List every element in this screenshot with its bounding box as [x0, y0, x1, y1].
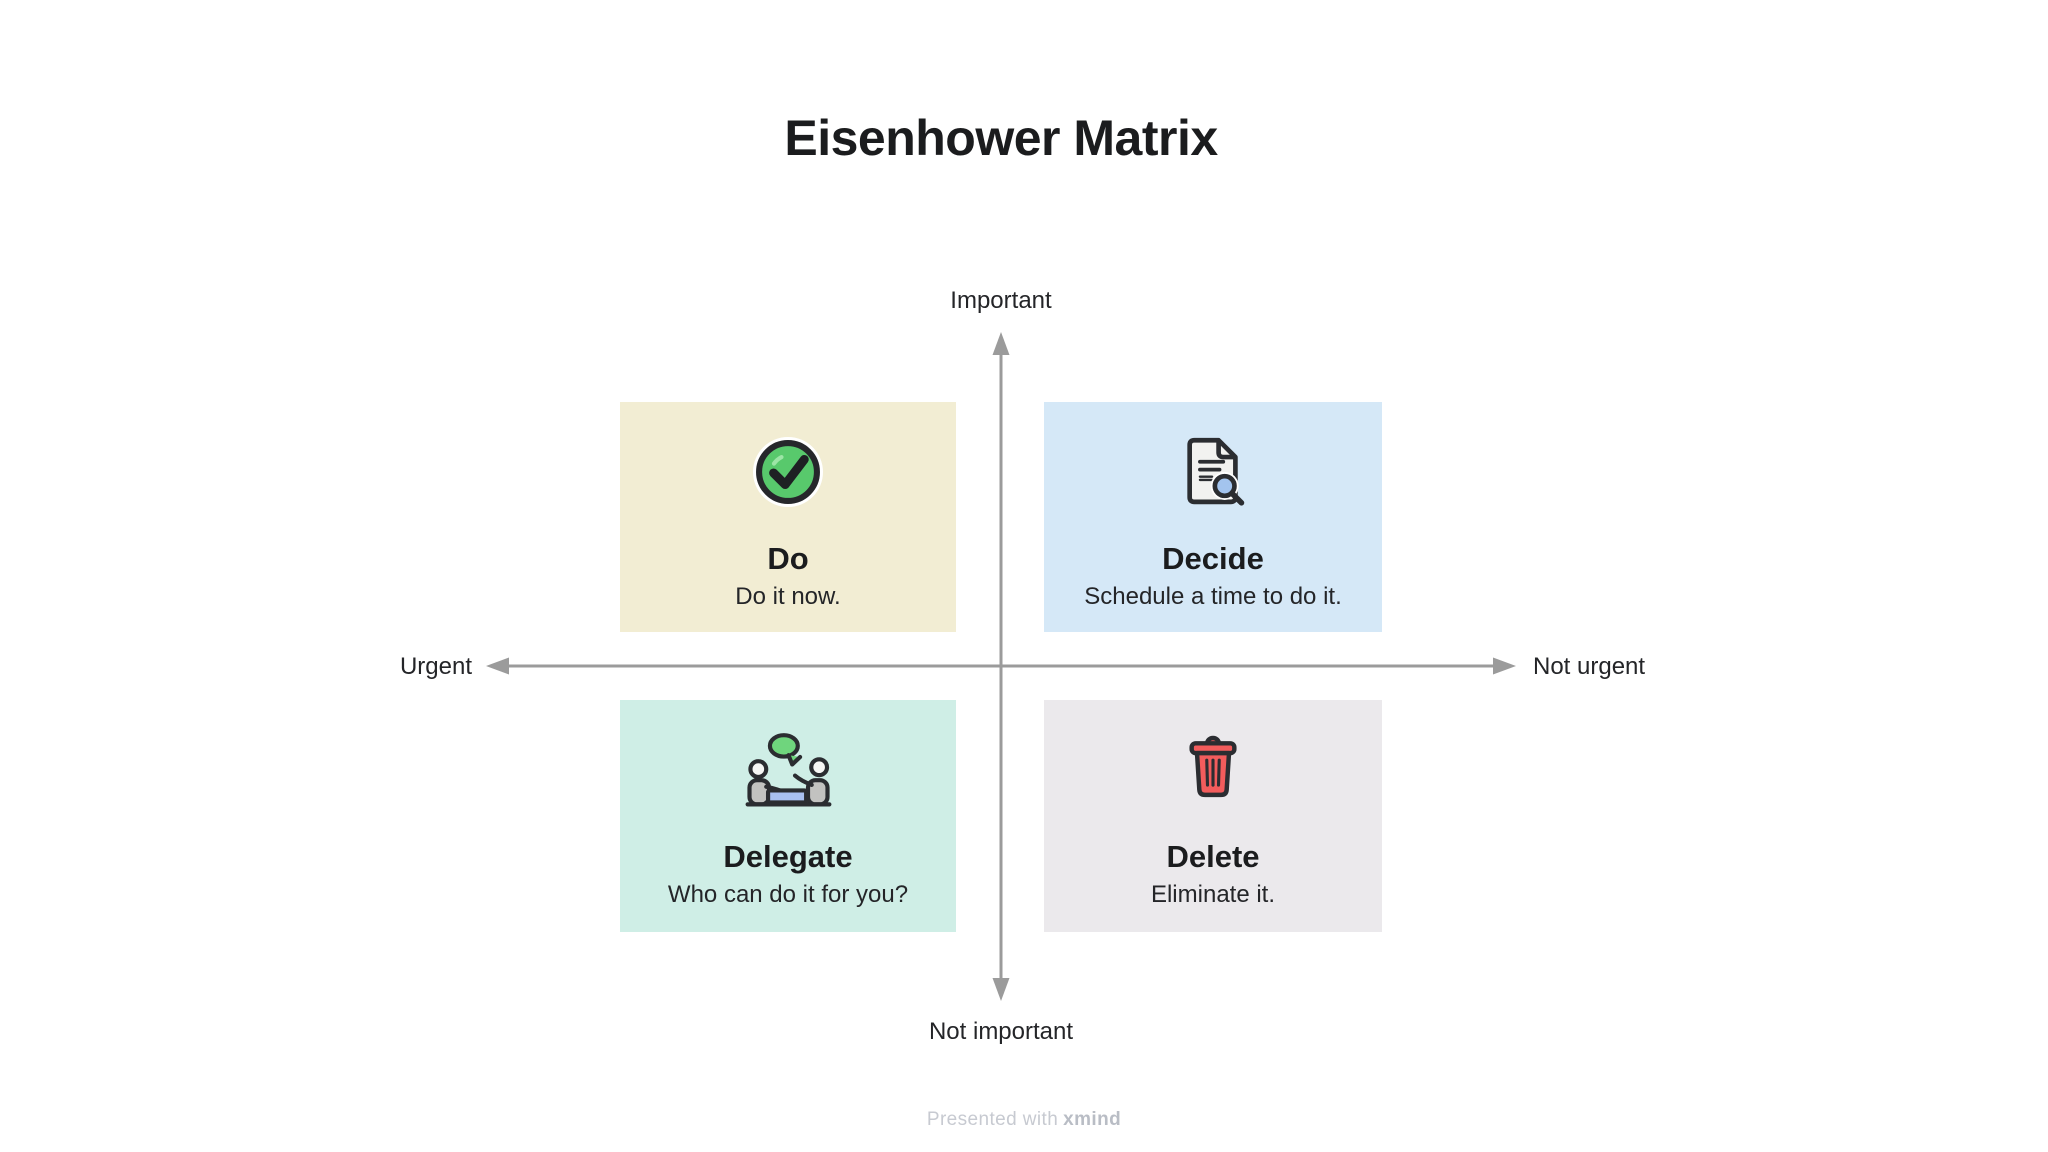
document-fold	[1216, 441, 1235, 460]
arrow-left-icon	[486, 657, 509, 675]
arrow-down-icon	[992, 978, 1010, 1001]
right-person-arm	[792, 773, 814, 787]
speech-bubble-tail	[785, 753, 802, 767]
trash-rib	[1216, 758, 1221, 787]
quadrant-delete: Delete Eliminate it.	[1044, 700, 1382, 932]
quadrant-title: Decide	[1162, 541, 1264, 576]
magnifier-lens	[1212, 473, 1237, 499]
check-circle-icon	[746, 430, 830, 514]
quadrant-decide: Decide Schedule a time to do it.	[1044, 402, 1382, 632]
quadrant-subtitle: Do it now.	[735, 583, 841, 610]
quadrant-delegate: Delegate Who can do it for you?	[620, 700, 956, 932]
quadrant-title: Do	[767, 541, 809, 576]
axis-label-important: Important	[950, 287, 1052, 314]
quadrant-subtitle: Schedule a time to do it.	[1084, 583, 1342, 610]
axis-label-not-important: Not important	[928, 1018, 1074, 1045]
footer-brand: xmind	[1063, 1109, 1122, 1130]
left-person-head	[747, 759, 768, 780]
people-discussion-icon	[742, 728, 835, 812]
speech-bubble	[767, 733, 800, 759]
table-shape	[765, 788, 808, 805]
arrow-right-icon	[1493, 657, 1516, 675]
quadrant-subtitle: Eliminate it.	[1150, 881, 1276, 908]
document-search-icon	[1171, 430, 1255, 514]
page-title: Eisenhower Matrix	[784, 110, 1218, 166]
checkmark-glyph	[769, 454, 809, 490]
axis-label-urgent: Urgent	[399, 653, 472, 680]
circle-highlight	[771, 454, 784, 466]
quadrant-subtitle: Who can do it for you?	[667, 881, 909, 908]
magnifier-handle	[1229, 490, 1245, 506]
footer-text: Presented with	[926, 1109, 1059, 1130]
trash-icon	[1173, 728, 1253, 812]
quadrant-title: Delegate	[723, 839, 853, 874]
right-person-head	[808, 757, 829, 778]
trash-rib	[1205, 758, 1210, 787]
check-circle-shape	[756, 440, 820, 504]
quadrant-do: Do Do it now.	[620, 402, 956, 632]
arrow-up-icon	[992, 332, 1010, 355]
axis-label-not-urgent: Not urgent	[1533, 653, 1646, 680]
quadrant-title: Delete	[1166, 839, 1260, 874]
